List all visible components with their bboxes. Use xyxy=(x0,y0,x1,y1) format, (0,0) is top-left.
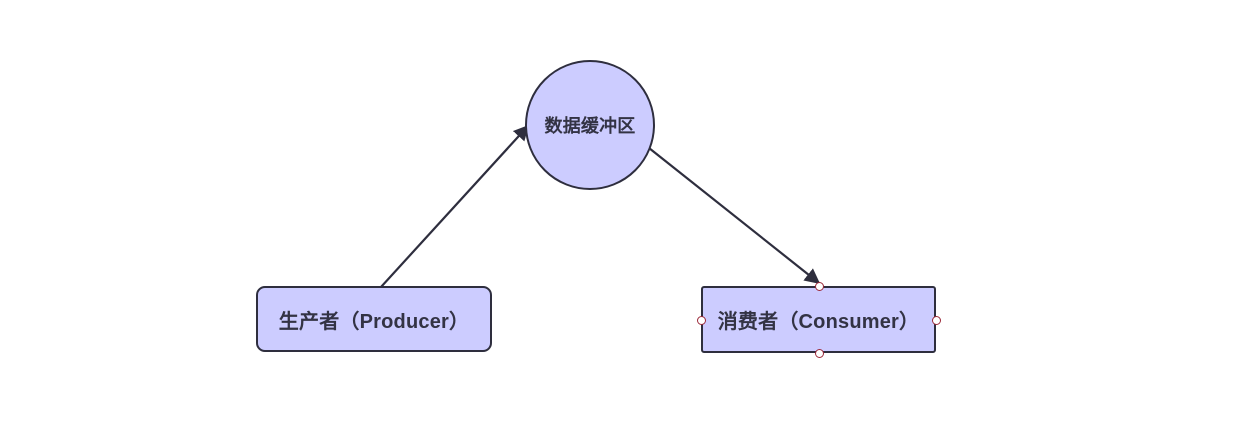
edge-producer-to-buffer[interactable] xyxy=(380,124,530,288)
node-producer[interactable]: 生产者（Producer） xyxy=(256,286,492,352)
consumer-handle-right-icon[interactable] xyxy=(931,315,941,325)
node-consumer-label: 消费者（Consumer） xyxy=(717,311,920,333)
consumer-handle-top-icon[interactable] xyxy=(814,281,824,291)
node-producer-label: 生产者（Producer） xyxy=(278,310,470,333)
node-data-buffer-label: 数据缓冲区 xyxy=(544,116,636,136)
node-consumer[interactable]: 消费者（Consumer） xyxy=(701,286,936,353)
consumer-handle-bottom-icon[interactable] xyxy=(814,348,824,358)
node-data-buffer[interactable]: 数据缓冲区 xyxy=(525,60,655,190)
consumer-handle-left-icon[interactable] xyxy=(696,315,706,325)
edge-buffer-to-consumer[interactable] xyxy=(648,147,821,284)
